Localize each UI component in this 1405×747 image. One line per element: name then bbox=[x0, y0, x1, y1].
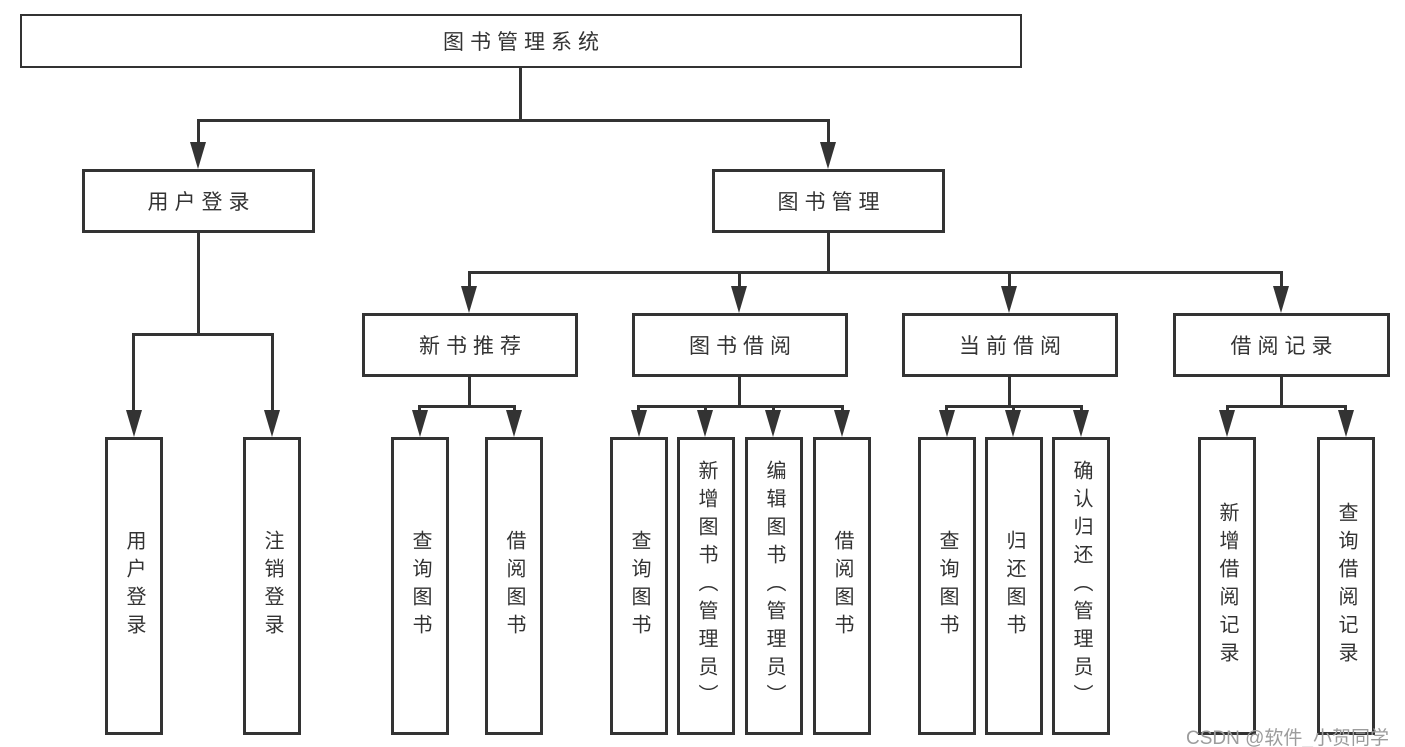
arrow-down-icon bbox=[506, 410, 522, 437]
leaf-label: 归还图书 bbox=[1003, 530, 1025, 642]
connector-line bbox=[827, 119, 830, 145]
connector-line bbox=[1344, 405, 1347, 413]
connector-line bbox=[1008, 377, 1011, 408]
connector-line bbox=[704, 405, 707, 413]
node-label: 新书推荐 bbox=[419, 335, 527, 358]
connector-line bbox=[418, 405, 516, 408]
connector-line bbox=[738, 271, 741, 289]
connector-line bbox=[945, 405, 948, 413]
connector-line bbox=[519, 68, 522, 121]
leaf-label: 查询图书 bbox=[936, 530, 958, 642]
leaf-current-return-book: 归还图书 bbox=[985, 437, 1043, 735]
arrow-down-icon bbox=[834, 410, 850, 437]
arrow-down-icon bbox=[1005, 410, 1021, 437]
arrow-down-icon bbox=[461, 286, 477, 313]
node-label: 图书借阅 bbox=[689, 335, 797, 358]
leaf-label: 借阅图书 bbox=[831, 530, 853, 642]
leaf-label: 查询图书 bbox=[628, 530, 650, 642]
connector-line bbox=[468, 271, 471, 289]
arrow-down-icon bbox=[1219, 410, 1235, 437]
connector-line bbox=[841, 405, 844, 413]
node-library-system: 图书管理系统 bbox=[20, 14, 1022, 68]
leaf-label: 确认归还（管理员） bbox=[1070, 460, 1092, 712]
arrow-down-icon bbox=[631, 410, 647, 437]
connector-line bbox=[468, 271, 1283, 274]
connector-line bbox=[1280, 377, 1283, 408]
connector-line bbox=[1012, 405, 1015, 413]
arrow-down-icon bbox=[765, 410, 781, 437]
connector-line bbox=[271, 333, 274, 413]
leaf-borrow-add-book-admin: 新增图书（管理员） bbox=[677, 437, 735, 735]
connector-line bbox=[772, 405, 775, 413]
leaf-recommend-borrow-book: 借阅图书 bbox=[485, 437, 543, 735]
connector-line bbox=[513, 405, 516, 413]
node-borrow-record: 借阅记录 bbox=[1173, 313, 1390, 377]
node-label: 当前借阅 bbox=[959, 335, 1067, 358]
connector-line bbox=[132, 333, 274, 336]
arrow-down-icon bbox=[939, 410, 955, 437]
leaf-label: 注销登录 bbox=[261, 530, 283, 642]
leaf-borrow-borrow-book: 借阅图书 bbox=[813, 437, 871, 735]
connector-line bbox=[197, 119, 200, 145]
node-book-management: 图书管理 bbox=[712, 169, 945, 233]
leaf-label: 借阅图书 bbox=[503, 530, 525, 642]
leaf-label: 用户登录 bbox=[123, 530, 145, 642]
arrow-down-icon bbox=[1273, 286, 1289, 313]
leaf-current-confirm-return-admin: 确认归还（管理员） bbox=[1052, 437, 1110, 735]
leaf-label: 查询借阅记录 bbox=[1335, 502, 1357, 670]
connector-line bbox=[637, 405, 844, 408]
leaf-borrow-query-book: 查询图书 bbox=[610, 437, 668, 735]
node-label: 图书管理系统 bbox=[443, 31, 605, 54]
node-label: 图书管理 bbox=[777, 191, 886, 214]
connector-line bbox=[1226, 405, 1347, 408]
connector-line bbox=[468, 377, 471, 408]
node-new-book-recommend: 新书推荐 bbox=[362, 313, 578, 377]
connector-line bbox=[418, 405, 421, 413]
arrow-down-icon bbox=[1001, 286, 1017, 313]
connector-line bbox=[132, 333, 135, 413]
node-label: 用户登录 bbox=[147, 191, 256, 214]
leaf-record-query-record: 查询借阅记录 bbox=[1317, 437, 1375, 735]
leaf-label: 查询图书 bbox=[409, 530, 431, 642]
node-label: 借阅记录 bbox=[1230, 335, 1339, 358]
arrow-down-icon bbox=[820, 142, 836, 169]
leaf-borrow-edit-book-admin: 编辑图书（管理员） bbox=[745, 437, 803, 735]
connector-line bbox=[1226, 405, 1229, 413]
connector-line bbox=[1008, 271, 1011, 289]
arrow-down-icon bbox=[264, 410, 280, 437]
leaf-label: 编辑图书（管理员） bbox=[763, 460, 785, 712]
arrow-down-icon bbox=[1338, 410, 1354, 437]
node-book-borrow: 图书借阅 bbox=[632, 313, 848, 377]
leaf-logout: 注销登录 bbox=[243, 437, 301, 735]
arrow-down-icon bbox=[1073, 410, 1089, 437]
leaf-current-query-book: 查询图书 bbox=[918, 437, 976, 735]
connector-line bbox=[637, 405, 640, 413]
connector-line bbox=[197, 233, 200, 335]
arrow-down-icon bbox=[412, 410, 428, 437]
arrow-down-icon bbox=[126, 410, 142, 437]
leaf-record-add-record: 新增借阅记录 bbox=[1198, 437, 1256, 735]
watermark: CSDN @软件_小贺同学 bbox=[1186, 728, 1389, 747]
connector-line bbox=[827, 233, 830, 273]
node-user-login: 用户登录 bbox=[82, 169, 315, 233]
leaf-label: 新增借阅记录 bbox=[1216, 502, 1238, 670]
leaf-user-login: 用户登录 bbox=[105, 437, 163, 735]
leaf-label: 新增图书（管理员） bbox=[695, 460, 717, 712]
connector-line bbox=[197, 119, 830, 122]
arrow-down-icon bbox=[697, 410, 713, 437]
leaf-recommend-query-book: 查询图书 bbox=[391, 437, 449, 735]
arrow-down-icon bbox=[190, 142, 206, 169]
node-current-borrow: 当前借阅 bbox=[902, 313, 1118, 377]
connector-line bbox=[738, 377, 741, 408]
connector-line bbox=[1080, 405, 1083, 413]
connector-line bbox=[1280, 271, 1283, 289]
arrow-down-icon bbox=[731, 286, 747, 313]
